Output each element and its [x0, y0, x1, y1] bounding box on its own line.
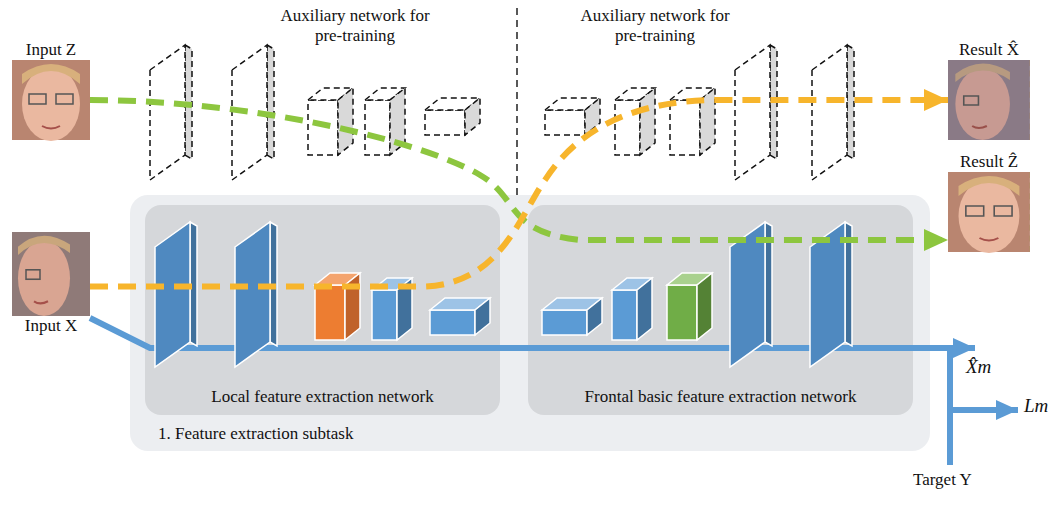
node-label: Local feature extraction network	[145, 387, 500, 407]
node-label: Input Z	[26, 40, 77, 60]
network-caption: Auxiliary network for pre-training	[280, 6, 430, 47]
loss-symbol: Lm	[1024, 395, 1048, 418]
loss-branch-line	[947, 348, 953, 465]
data-flow-arrow	[90, 100, 948, 287]
node-label: Input X	[25, 316, 77, 336]
divider-line	[516, 8, 518, 195]
node-label: Frontal basic feature extraction network	[528, 387, 913, 407]
auxiliary-layers	[150, 45, 854, 180]
network-caption: Auxiliary network for pre-training	[580, 6, 730, 47]
node-label: Result Ẑ	[960, 152, 1018, 172]
face-image	[12, 232, 90, 316]
face-image	[12, 60, 90, 141]
loss-arrow	[950, 407, 1018, 413]
target-label: Target Y	[913, 470, 972, 490]
node-label: 1. Feature extraction subtask	[158, 424, 353, 444]
face-image	[948, 60, 1030, 140]
face-image	[948, 172, 1030, 253]
node-label: Result X̂	[959, 40, 1019, 60]
output-symbol: X̂m	[966, 356, 991, 379]
